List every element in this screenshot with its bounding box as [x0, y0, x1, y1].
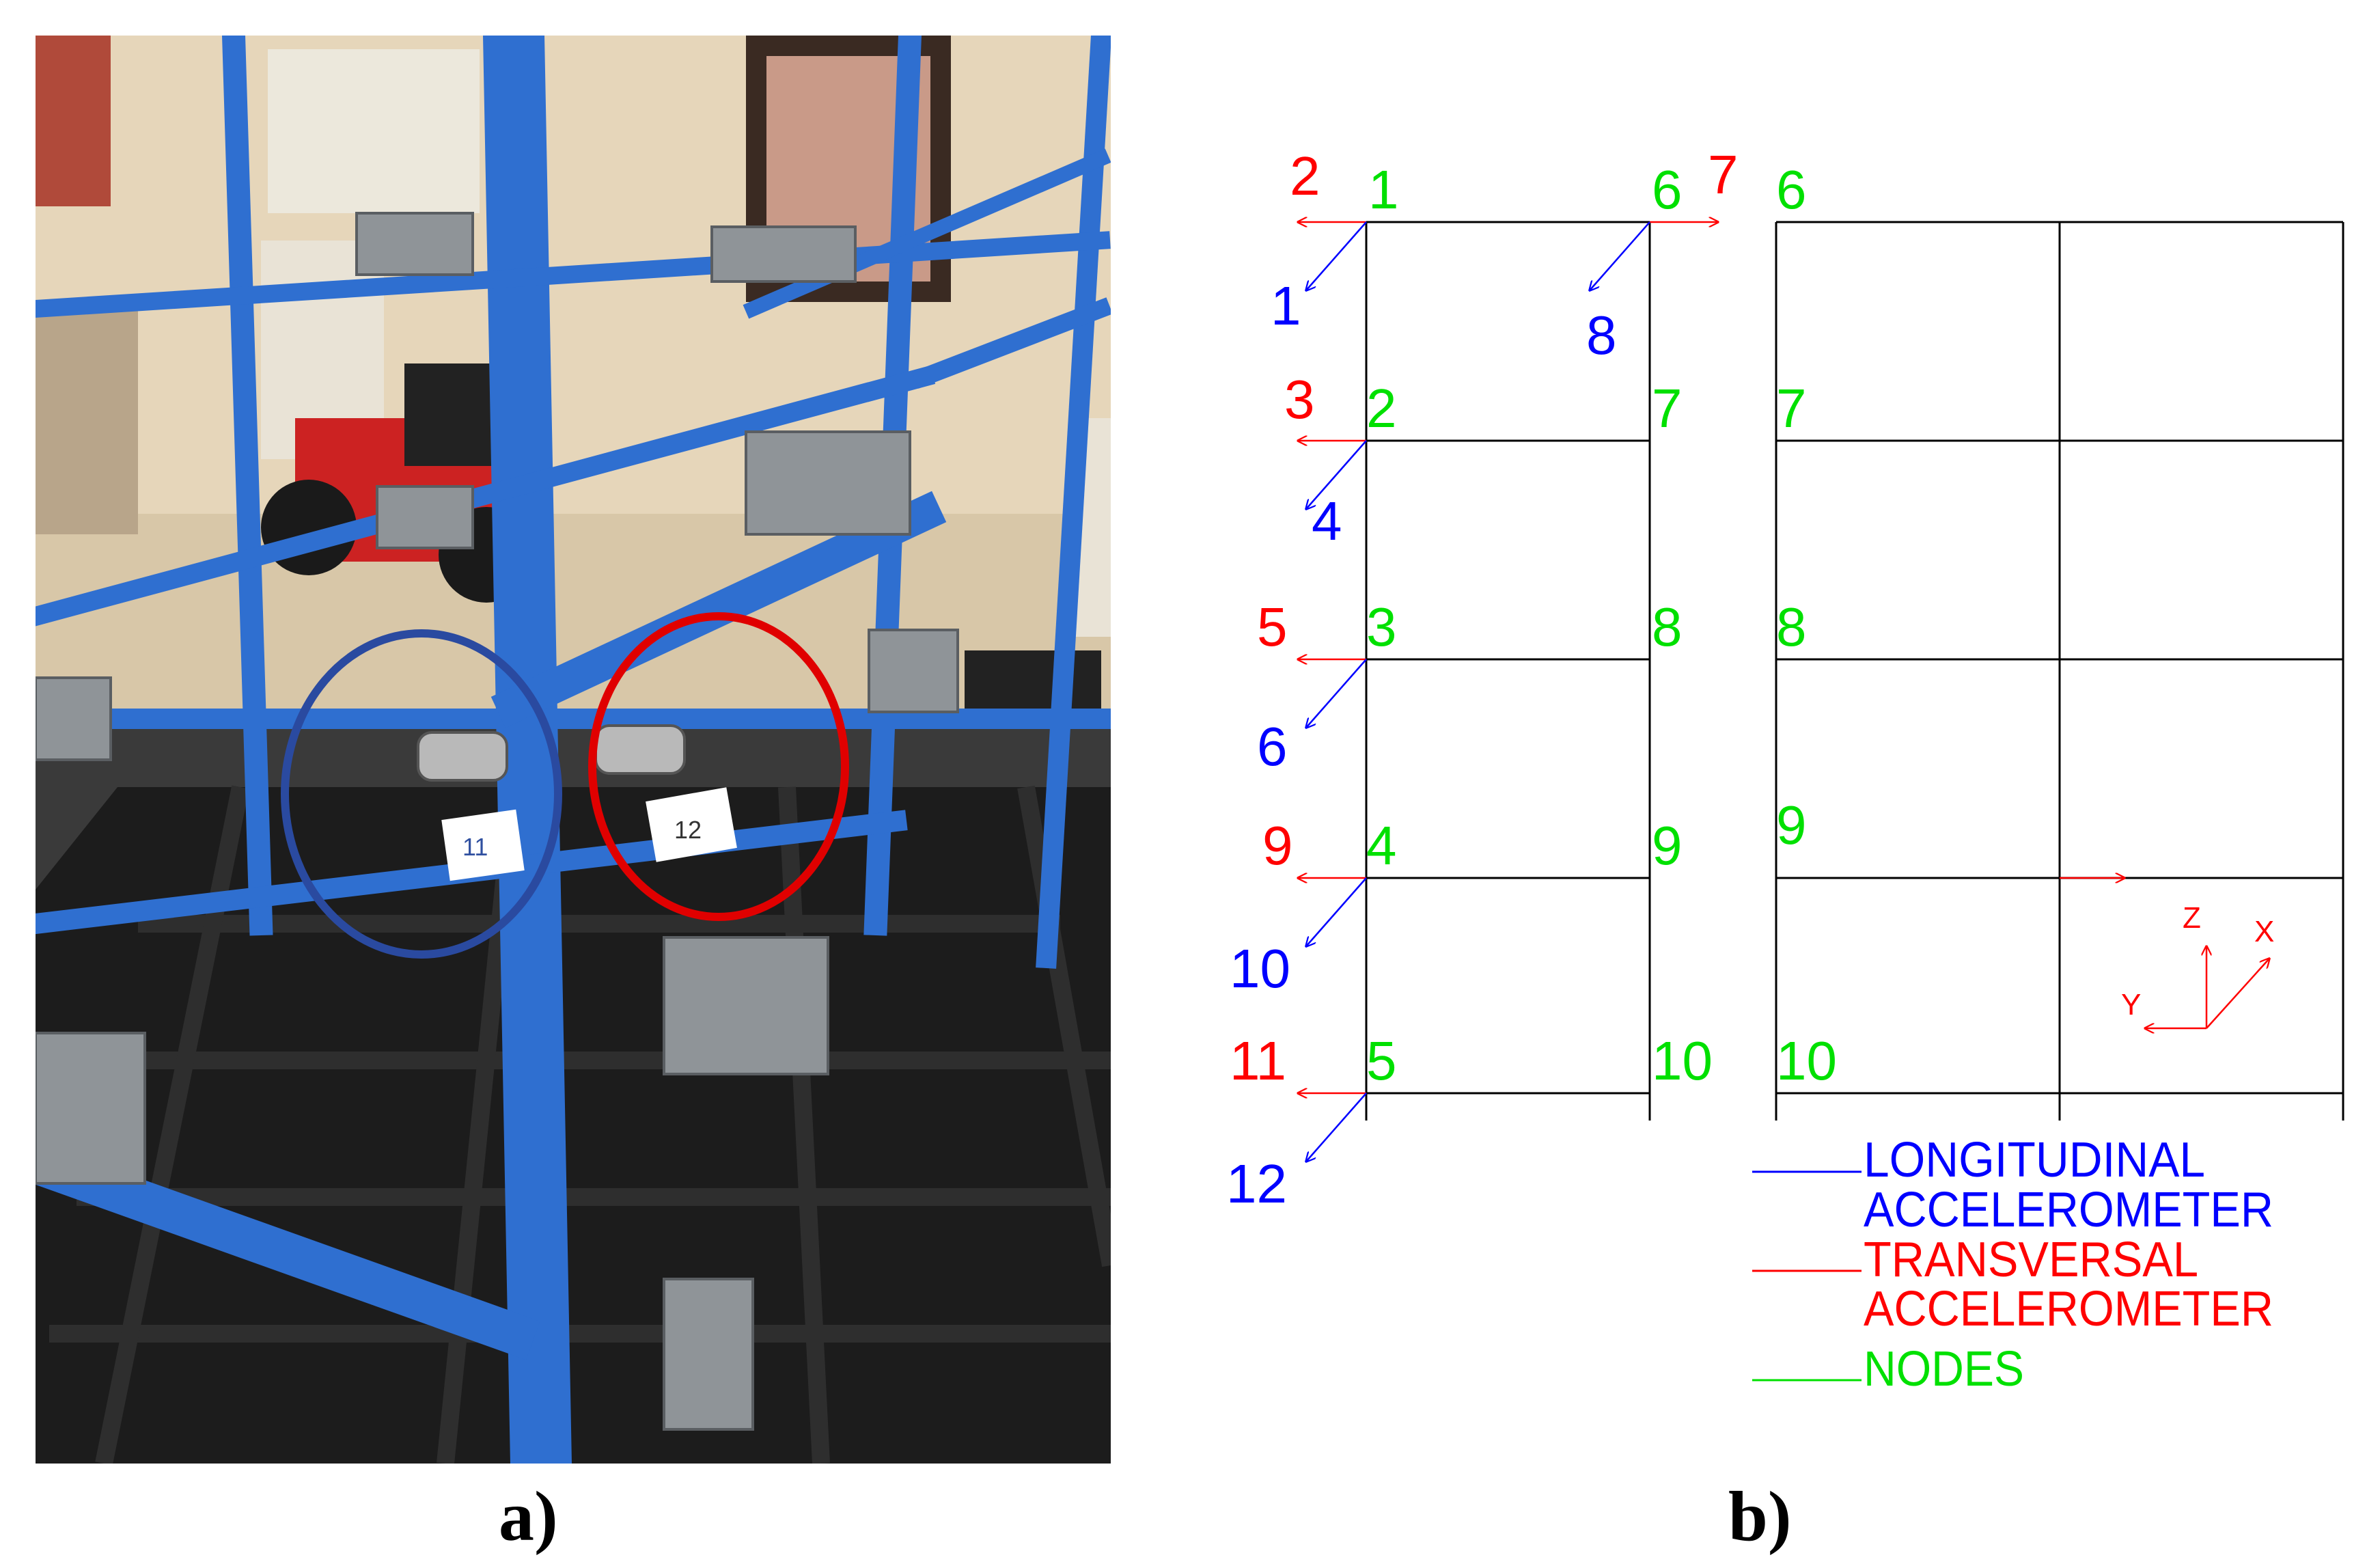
axis-triad — [2145, 946, 2269, 1028]
sensor-tag-12-text: 12 — [674, 816, 702, 844]
sensor-tag-11-text: 11 — [462, 833, 488, 861]
right-node-label-8: 8 — [1776, 596, 1807, 657]
frame-diagram: 1 2 3 4 5 6 7 8 9 10 6 7 8 9 10 2 3 5 9 … — [1111, 0, 2380, 1566]
transversal-label-3: 3 — [1284, 369, 1315, 430]
transversal-label-7: 7 — [1708, 144, 1739, 205]
longitudinal-label-10: 10 — [1230, 938, 1290, 999]
transversal-label-2: 2 — [1290, 146, 1320, 206]
axis-label-y: Y — [2121, 988, 2141, 1021]
panel-label-a: a) — [499, 1477, 558, 1556]
right-node-label-9: 9 — [1776, 795, 1807, 855]
right-frame — [1775, 221, 2344, 1121]
legend-transversal-line1: TRANSVERSAL — [1864, 1233, 2198, 1287]
sensor-tag-11 — [441, 809, 525, 881]
longitudinal-label-1: 1 — [1271, 275, 1301, 336]
longitudinal-label-6: 6 — [1257, 716, 1288, 777]
mass-plates — [745, 430, 911, 536]
transversal-label-11: 11 — [1230, 1030, 1286, 1091]
diagram-svg: 1 2 3 4 5 6 7 8 9 10 6 7 8 9 10 2 3 5 9 … — [1226, 144, 2344, 1397]
node-label-7: 7 — [1652, 378, 1683, 439]
node-label-9: 9 — [1652, 815, 1683, 876]
legend-longitudinal-line1: LONGITUDINAL — [1864, 1133, 2205, 1187]
transversal-arrows — [1298, 222, 2125, 1093]
blue-highlight-circle — [281, 629, 562, 959]
shake-table — [36, 787, 1111, 1464]
node-label-1: 1 — [1368, 159, 1399, 220]
legend-transversal-line2: ACCELEROMETER — [1864, 1282, 2273, 1336]
wall-poster — [268, 49, 480, 213]
left-frame — [1365, 221, 1651, 1121]
node-labels: 1 2 3 4 5 6 7 8 9 10 6 7 8 9 10 — [1366, 159, 1837, 1091]
node-label-10: 10 — [1652, 1030, 1713, 1091]
experiment-photo: 11 12 — [36, 36, 1111, 1464]
node-label-3: 3 — [1366, 596, 1397, 657]
longitudinal-label-12: 12 — [1226, 1153, 1287, 1214]
node-label-4: 4 — [1366, 815, 1397, 876]
legend: LONGITUDINAL ACCELEROMETER TRANSVERSAL A… — [1752, 1133, 2273, 1397]
panel-label-b: b) — [1728, 1477, 1792, 1556]
node-label-5: 5 — [1366, 1030, 1397, 1091]
right-node-label-10: 10 — [1776, 1030, 1837, 1091]
axis-label-x: X — [2254, 915, 2274, 948]
legend-nodes: NODES — [1864, 1342, 2024, 1397]
accelerometer-sensors: 11 12 — [417, 724, 737, 881]
steel-frame — [36, 36, 1111, 1464]
sensor-tag-12 — [646, 787, 737, 862]
red-highlight-circle — [588, 612, 849, 921]
node-label-2: 2 — [1366, 378, 1397, 439]
transversal-label-9: 9 — [1262, 815, 1293, 876]
node-label-6: 6 — [1652, 159, 1683, 220]
node-label-8: 8 — [1652, 596, 1683, 657]
right-node-label-6: 6 — [1776, 159, 1807, 220]
longitudinal-label-8: 8 — [1586, 305, 1617, 366]
transversal-label-5: 5 — [1257, 596, 1288, 657]
right-node-label-7: 7 — [1776, 378, 1807, 439]
longitudinal-label-4: 4 — [1312, 491, 1342, 551]
longitudinal-labels: 1 4 6 10 12 8 — [1226, 275, 1617, 1214]
photo-illustration: 11 12 — [36, 36, 1111, 1464]
axis-label-z: Z — [2183, 901, 2201, 935]
transversal-labels: 2 3 5 9 11 7 — [1230, 144, 1739, 1091]
longitudinal-arrows — [1306, 221, 1650, 1162]
legend-longitudinal-line2: ACCELEROMETER — [1864, 1183, 2273, 1237]
